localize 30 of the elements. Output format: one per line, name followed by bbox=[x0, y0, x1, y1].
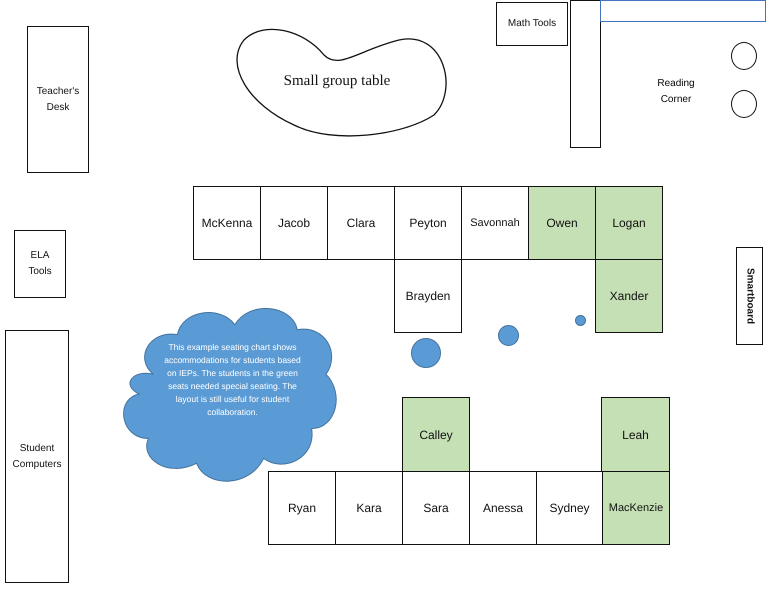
cushion bbox=[731, 42, 757, 70]
desk: MacKenzie bbox=[602, 471, 670, 545]
seat-dot bbox=[411, 338, 441, 368]
desk: Ryan bbox=[268, 471, 336, 545]
computer-table: Student Computers bbox=[5, 330, 69, 583]
desk: Jacob bbox=[260, 186, 328, 260]
table-label: Small group table bbox=[284, 72, 390, 90]
desk: Leah bbox=[601, 397, 670, 472]
desk: Savonnah bbox=[461, 186, 529, 260]
desk: Brayden bbox=[394, 259, 462, 333]
desk: Teacher's Desk bbox=[27, 26, 89, 173]
desk: Logan bbox=[595, 186, 663, 260]
shelf: Math Tools bbox=[496, 2, 568, 46]
desk: Kara bbox=[335, 471, 403, 545]
note-text: This example seating chart shows accommodations for students based on IEPs. The students in the green seats needed special seating. The layout is still useful for student collaboration. bbox=[163, 341, 302, 419]
desk: Clara bbox=[327, 186, 395, 260]
area-label: Reading Corner bbox=[656, 77, 696, 107]
desk: Calley bbox=[402, 397, 470, 472]
smartboard: Smartboard bbox=[736, 247, 763, 345]
rug-outline bbox=[600, 0, 766, 22]
shelf: ELA Tools bbox=[14, 230, 66, 298]
desk: McKenna bbox=[193, 186, 261, 260]
bookshelf bbox=[570, 0, 601, 148]
desk: Xander bbox=[595, 259, 663, 333]
seat-dot bbox=[575, 315, 586, 326]
desk: Anessa bbox=[469, 471, 537, 545]
seat-dot bbox=[498, 325, 519, 346]
desk: Owen bbox=[528, 186, 596, 260]
cushion bbox=[731, 90, 757, 118]
desk: Sydney bbox=[536, 471, 603, 545]
